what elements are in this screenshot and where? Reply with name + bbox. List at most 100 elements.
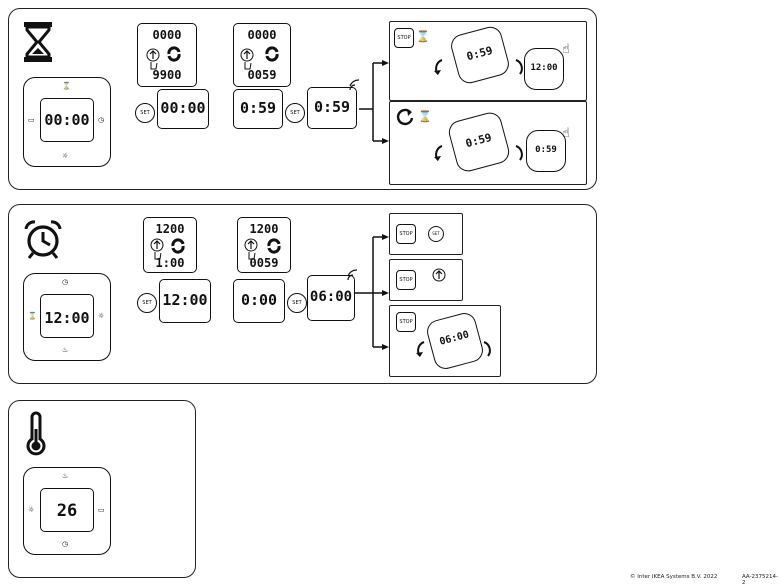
hourglass-small-icon: ⌛	[418, 110, 432, 123]
alarm-outcome-set: STOP SET	[389, 213, 463, 255]
alarm-outcome3-device: 06:00	[424, 310, 486, 372]
stop-label: STOP	[399, 277, 413, 283]
timer-outcome2-display: 0:59	[464, 130, 494, 151]
rotate-right-arrow	[515, 59, 523, 75]
stop-button[interactable]: STOP	[396, 270, 416, 290]
timer-step2-zoom: 0000 0059	[233, 23, 291, 87]
thermometer-icon	[26, 411, 46, 456]
timer-step2-display: 0:59	[239, 99, 277, 117]
clock-small-icon: ☼	[62, 152, 69, 160]
sound-waves-icon	[349, 79, 360, 91]
timer-outcome-repeat: ⌛ 0:59 0:59 ☝	[389, 101, 587, 185]
alarm-step3-display: 06:00	[309, 289, 353, 305]
timer-outcome1-small-display: 12:00	[530, 63, 558, 73]
timer-step2-zoom-bottom: 0059	[247, 68, 277, 82]
alarm-step2-zoom-top: 1200	[249, 222, 279, 236]
stop-button[interactable]: STOP	[394, 28, 414, 48]
thermometer-device: 26 ♨ ☼ ▭ ◷	[23, 467, 111, 555]
stop-button[interactable]: STOP	[396, 224, 416, 244]
alarm-step3-lcd: 06:00	[307, 275, 355, 321]
rotate-left-arrow	[416, 341, 425, 357]
battery-icon: ▭	[98, 506, 105, 514]
rotate-icon	[267, 238, 281, 254]
alarm-small-icon: ◷	[62, 540, 69, 548]
alarm-small-icon: ◷	[62, 278, 69, 286]
alarm-step2-lcd: 0:00	[233, 279, 285, 323]
alarm-device-screen: 12:00	[40, 294, 94, 338]
alarm-step2-zoom: 1200 0059	[237, 217, 291, 273]
timer-outcome2-small-device: 0:59	[526, 130, 566, 172]
timer-step1-display: 00:00	[160, 99, 206, 117]
set-button[interactable]: SET	[428, 226, 444, 242]
set-label: SET	[290, 110, 300, 116]
pointing-hand-icon: ☝	[562, 126, 570, 141]
hourglass-icon	[24, 22, 52, 62]
repeat-icon	[396, 108, 414, 126]
stop-button[interactable]: STOP	[396, 312, 416, 332]
sound-waves-icon	[347, 269, 358, 281]
timer-panel: 00:00 ⌛ ▭ ◷ ☼ 0000 9900 00:00 SET 0000	[8, 8, 597, 190]
alarm-set-button-1[interactable]: SET	[137, 293, 157, 313]
alarm-clock-icon	[24, 220, 62, 259]
alarm-step1-zoom: 1200 1:00	[143, 217, 197, 273]
rotate-left-arrow	[434, 59, 443, 75]
alarm-outcome-rotate: STOP 06:00	[389, 305, 501, 377]
pointing-hand-icon: ☝	[562, 42, 570, 57]
alarm-device: 12:00 ◷ ⌛ ☼ ♨	[23, 273, 111, 361]
rotate-icon	[167, 46, 181, 62]
set-label: SET	[140, 110, 150, 116]
timer-step3-lcd: 0:59	[307, 87, 357, 129]
document-code: AA-2375214-2	[742, 574, 779, 586]
timer-outcome1-display: 0:59	[465, 43, 495, 64]
touch-up-icon	[146, 48, 160, 70]
rotate-right-arrow	[515, 145, 523, 161]
touch-up-icon	[150, 238, 164, 260]
set-label: SET	[292, 300, 302, 306]
touch-up-icon	[244, 238, 258, 260]
hourglass-small-icon: ⌛	[62, 82, 71, 90]
set-label: SET	[432, 231, 440, 236]
alarm-step2-zoom-bottom: 0059	[249, 256, 279, 270]
timer-step1-lcd: 00:00	[157, 89, 209, 129]
hourglass-small-icon: ⌛	[416, 30, 430, 43]
rotate-icon	[171, 238, 185, 254]
thermometer-device-display: 26	[56, 501, 78, 521]
timer-set-button-1[interactable]: SET	[135, 103, 155, 123]
set-label: SET	[142, 300, 152, 306]
branch-arrows	[355, 234, 389, 350]
timer-outcome-stop: STOP ⌛ 0:59 12:00 ☝	[389, 21, 587, 101]
timer-outcome2-small-display: 0:59	[535, 145, 557, 155]
timer-outcome2-device: 0:59	[446, 109, 512, 175]
alarm-outcome-touch: STOP	[389, 259, 463, 301]
copyright-text: © Inter IKEA Systems B.V. 2022	[630, 574, 718, 580]
touch-up-icon	[432, 268, 446, 282]
battery-icon: ▭	[28, 116, 35, 124]
hourglass-small-icon: ⌛	[28, 312, 37, 320]
timer-step3-display: 0:59	[313, 98, 351, 116]
alarm-set-button-2[interactable]: SET	[287, 293, 307, 313]
stop-label: STOP	[397, 35, 411, 41]
thermometer-small-icon: ♨	[62, 346, 69, 354]
timer-device: 00:00 ⌛ ▭ ◷ ☼	[23, 77, 111, 167]
rotate-icon	[265, 46, 279, 62]
alarm-device-display: 12:00	[44, 309, 90, 327]
timer-step2-lcd: 0:59	[233, 89, 283, 129]
alarm-step1-lcd: 12:00	[159, 279, 211, 323]
branch-arrows	[359, 60, 389, 144]
timer-device-screen: 00:00	[40, 98, 94, 142]
timer-step1-zoom-bottom: 9900	[152, 68, 182, 82]
timer-outcome1-small-device: 12:00	[524, 48, 564, 90]
stop-label: STOP	[399, 231, 413, 237]
timer-step2-zoom-top: 0000	[247, 28, 277, 42]
rotate-right-arrow	[483, 341, 491, 357]
rotate-left-arrow	[434, 145, 443, 161]
timer-step1-zoom-top: 0000	[152, 28, 182, 42]
stop-label: STOP	[399, 319, 413, 325]
clock-small-icon: ☼	[98, 312, 105, 320]
alarm-panel: 12:00 ◷ ⌛ ☼ ♨ 1200 1:00 12:00 SET 1200	[8, 204, 597, 384]
thermometer-device-screen: 26	[40, 488, 94, 532]
timer-set-button-2[interactable]: SET	[285, 103, 305, 123]
alarm-step1-zoom-top: 1200	[155, 222, 185, 236]
clock-small-icon: ☼	[28, 506, 35, 514]
timer-outcome1-device: 0:59	[448, 24, 512, 86]
